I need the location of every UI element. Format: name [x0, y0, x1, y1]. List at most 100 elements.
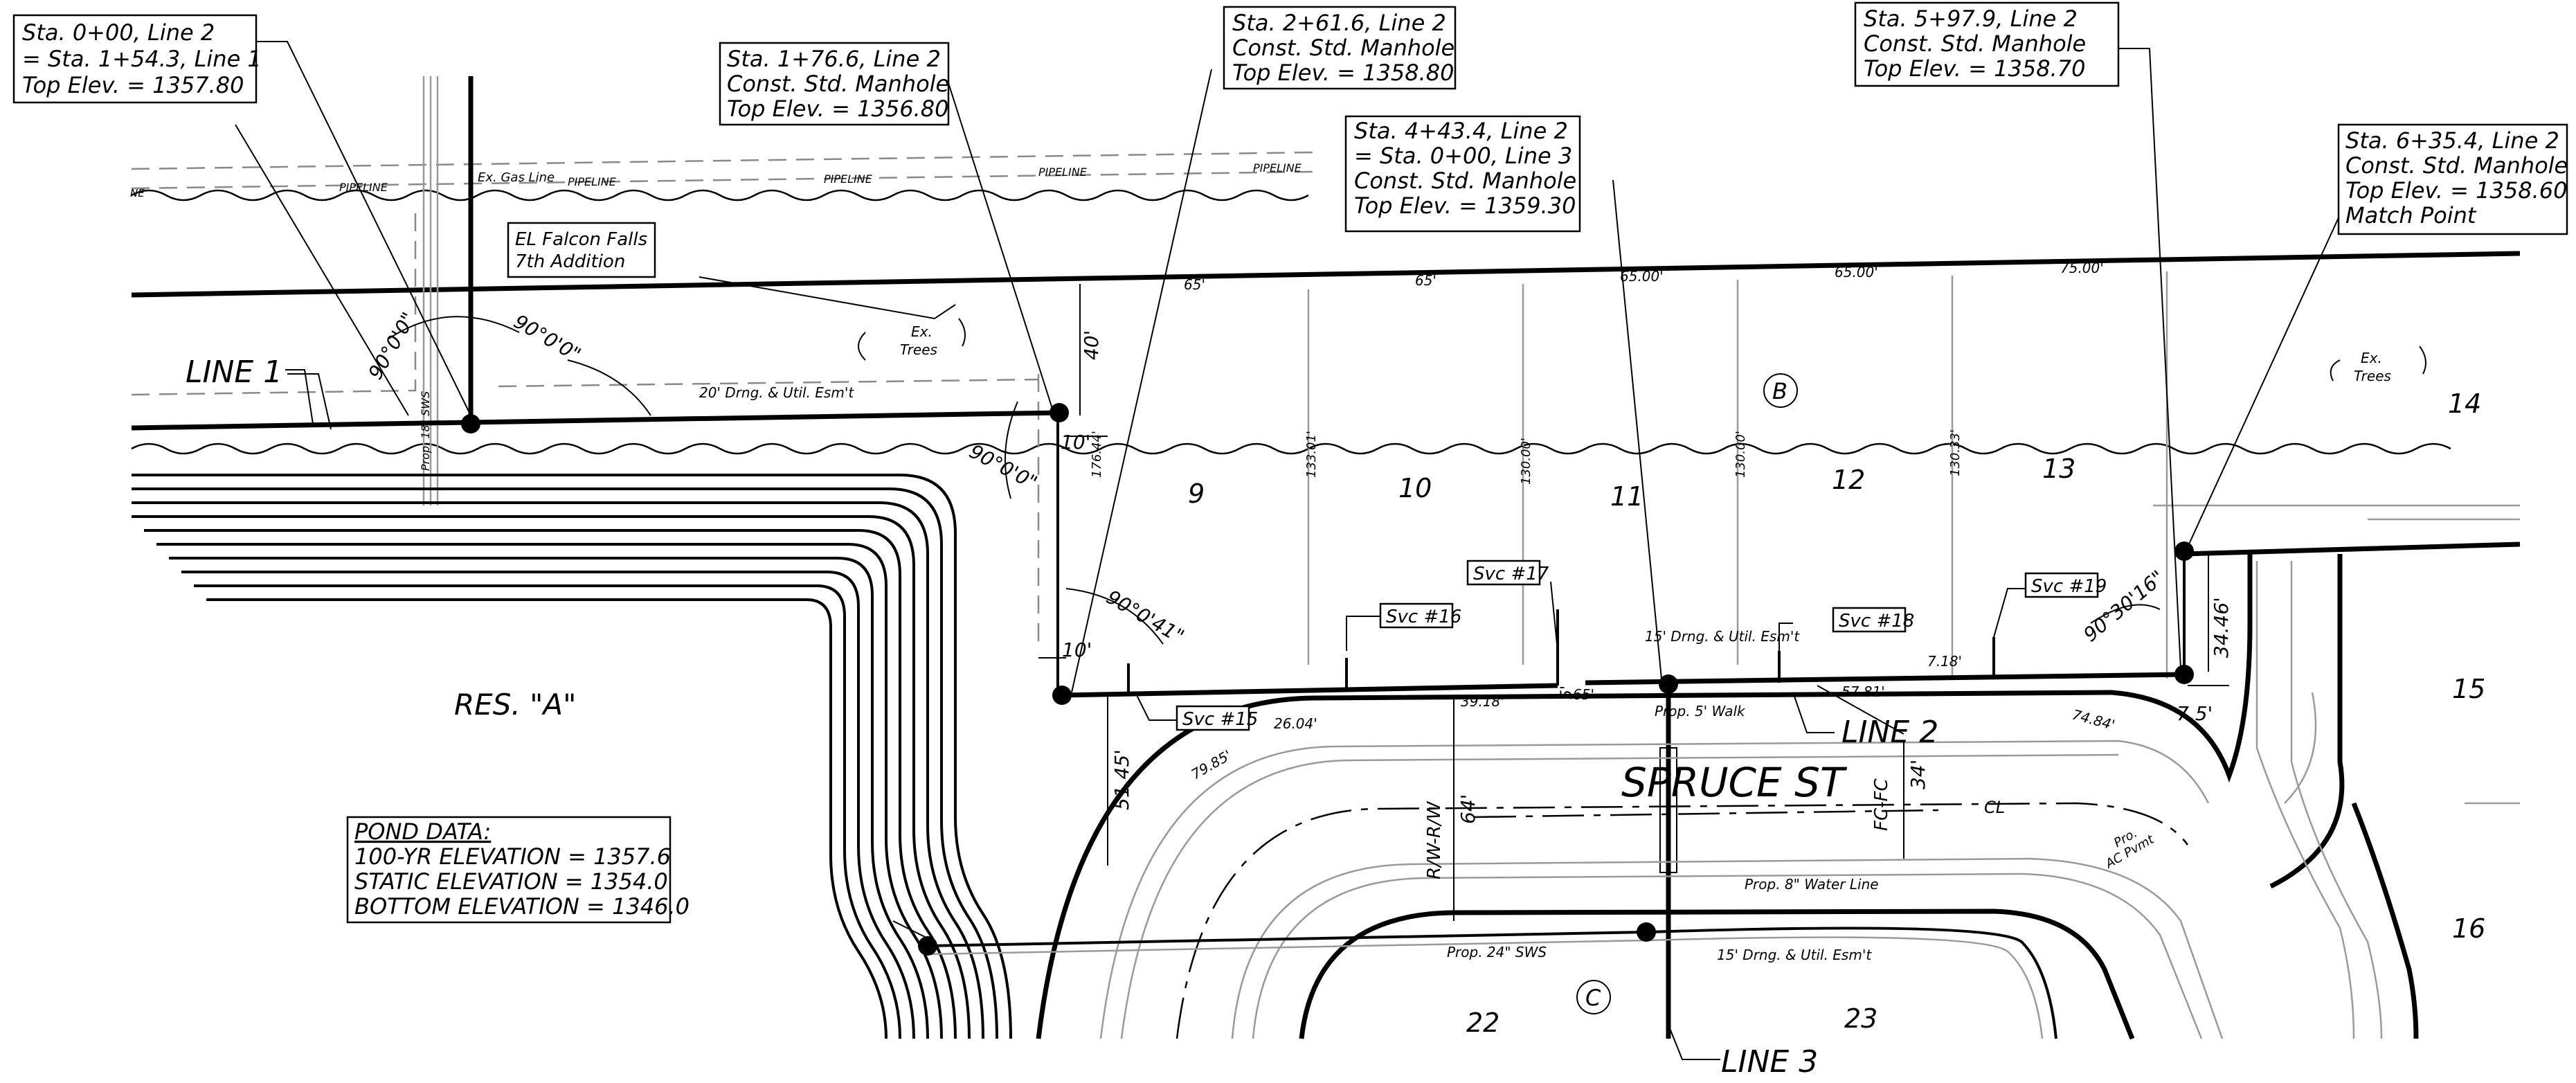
- pipeline-label: PIPELINE: [1253, 161, 1302, 174]
- service-label: Svc #16: [1386, 607, 1461, 627]
- vertical-utility-lines: Prop. 18" SWS: [419, 76, 439, 505]
- svg-text:EL Falcon Falls: EL Falcon Falls: [515, 229, 647, 250]
- pond-data-box: POND DATA: 100-YR ELEVATION = 1357.6 STA…: [346, 816, 690, 924]
- centerline-label: CL: [1984, 798, 2005, 817]
- block-label: B: [1772, 378, 1787, 404]
- sws24-label: Prop. 24" SWS: [1447, 944, 1547, 960]
- svg-text:Sta. 0+00, Line 2: Sta. 0+00, Line 2: [22, 19, 215, 46]
- service-label: Svc #18: [1839, 611, 1914, 632]
- lot-depth: 130.00': [1519, 438, 1533, 485]
- rw-label: R/W-R/W: [1424, 800, 1445, 879]
- lot-width: 65.00': [1835, 264, 1878, 280]
- easement-label: 15' Drng. & Util. Esm't: [1717, 947, 1872, 963]
- lot-number: 15: [2452, 674, 2485, 704]
- frontage-dim: 74.84': [2071, 706, 2117, 733]
- pond-contours: [132, 474, 1012, 1039]
- svg-text:BOTTOM ELEVATION = 1346.0: BOTTOM ELEVATION = 1346.0: [354, 893, 690, 920]
- svg-text:Sta. 1+76.6, Line 2: Sta. 1+76.6, Line 2: [727, 46, 941, 72]
- lot-number: 22: [1466, 1008, 1499, 1038]
- line-1-pipe: [131, 410, 1060, 431]
- dimension: 7.5': [2177, 702, 2213, 725]
- svg-text:Sta. 4+43.4, Line 2: Sta. 4+43.4, Line 2: [1354, 118, 1568, 144]
- pipeline-label: NE: [130, 187, 145, 199]
- svg-text:Const. Std. Manhole: Const. Std. Manhole: [1864, 30, 2086, 57]
- angle-label: 90°0'0": [363, 308, 420, 383]
- svg-text:Sta. 2+61.6, Line 2: Sta. 2+61.6, Line 2: [1232, 10, 1446, 36]
- svg-text:Top Elev. = 1356.80: Top Elev. = 1356.80: [727, 96, 948, 122]
- callout-sta-176: Sta. 1+76.6, Line 2 Const. Std. Manhole …: [719, 42, 950, 126]
- service-labels: Svc #15 Svc #16 Svc #17 Svc #18 Svc #19: [1176, 560, 2107, 731]
- angle-label: 90°0'0": [966, 440, 1041, 494]
- lot-depth: 130.00': [1733, 431, 1748, 478]
- trees-label: Ex.: [2361, 350, 2382, 366]
- svg-text:Const. Std. Manhole: Const. Std. Manhole: [1232, 35, 1454, 61]
- lot-width: 65': [1184, 276, 1205, 293]
- line-2-pipe: [1061, 683, 1558, 698]
- easement-label: 15' Drng. & Util. Esm't: [1645, 628, 1800, 645]
- frontage-dim: 26.04': [1274, 715, 1317, 732]
- street-name: SPRUCE ST: [1621, 759, 1848, 806]
- pipeline-label: PIPELINE: [568, 175, 617, 188]
- lot-depth: 176.44': [1090, 431, 1104, 478]
- block-label: C: [1585, 985, 1601, 1011]
- svg-text:= Sta. 1+54.3, Line 1: = Sta. 1+54.3, Line 1: [22, 46, 262, 72]
- frontage-dim: 79.85': [1189, 746, 1234, 782]
- lot-number: 9: [1188, 478, 1205, 509]
- lot-number: 10: [1398, 473, 1432, 503]
- lot-depth: 133.01': [1304, 431, 1319, 478]
- service-label: Svc #19: [2031, 576, 2107, 597]
- trees-label: Trees: [2354, 368, 2391, 384]
- lot-width: 65.00': [1620, 268, 1664, 285]
- svg-text:Top Elev. = 1358.70: Top Elev. = 1358.70: [1864, 55, 2085, 82]
- callout-sta-0: Sta. 0+00, Line 2 = Sta. 1+54.3, Line 1 …: [12, 14, 262, 104]
- svg-text:100-YR ELEVATION = 1357.6: 100-YR ELEVATION = 1357.6: [354, 843, 671, 870]
- water-line-label: Prop. 8" Water Line: [1745, 876, 1879, 893]
- manholes: [461, 403, 2194, 956]
- svg-text:Sta. 6+35.4, Line 2: Sta. 6+35.4, Line 2: [2345, 127, 2559, 154]
- pipeline-label: PIPELINE: [1038, 165, 1088, 179]
- trees-label: Ex.: [911, 323, 933, 340]
- svg-text:Const. Std. Manhole: Const. Std. Manhole: [1354, 168, 1576, 194]
- svg-text:Sta. 5+97.9, Line 2: Sta. 5+97.9, Line 2: [1864, 6, 2078, 32]
- easement-label: 20' Drng. & Util. Esm't: [699, 384, 854, 401]
- svg-text:Top Elev. = 1357.80: Top Elev. = 1357.80: [22, 72, 244, 98]
- lot-depth: 130.33': [1948, 429, 1963, 476]
- svg-text:= Sta. 0+00, Line 3: = Sta. 0+00, Line 3: [1354, 143, 1572, 169]
- callout-sta-597: Sta. 5+97.9, Line 2 Const. Std. Manhole …: [1854, 1, 2120, 87]
- line-2-label: LINE 2: [1841, 715, 1938, 750]
- lot-width: 65': [1415, 272, 1436, 289]
- callout-sta-261: Sta. 2+61.6, Line 2 Const. Std. Manhole …: [1223, 6, 1457, 90]
- lot-number: 12: [1832, 465, 1865, 495]
- subdivision-label: EL Falcon Falls 7th Addition: [507, 222, 656, 278]
- svg-text:7th Addition: 7th Addition: [515, 251, 625, 272]
- lot-number: 16: [2452, 913, 2485, 944]
- dimension: 34': [1907, 760, 1929, 789]
- svg-text:Top Elev. = 1358.60: Top Elev. = 1358.60: [2345, 177, 2567, 204]
- lot-number: 14: [2448, 388, 2481, 419]
- svg-text:STATIC ELEVATION = 1354.0: STATIC ELEVATION = 1354.0: [354, 868, 668, 895]
- dimension: 5': [1558, 686, 1576, 699]
- trees-label: Trees: [900, 341, 937, 358]
- lot-numbers: 9 10 11 12 13 14 15 16 22 23: [1188, 388, 2485, 1038]
- svg-text:Const. Std. Manhole: Const. Std. Manhole: [727, 71, 949, 97]
- pipeline-label: PIPELINE: [824, 172, 873, 186]
- gas-line-label: Ex. Gas Line: [478, 170, 555, 185]
- sws24-pipe: [927, 927, 2057, 1039]
- svg-text:Const. Std. Manhole: Const. Std. Manhole: [2345, 152, 2568, 179]
- pipeline-corridor: NE PIPELINE PIPELINE PIPELINE PIPELINE E…: [130, 151, 1316, 202]
- pipeline-label: PIPELINE: [339, 181, 388, 194]
- dimension: 64': [1457, 794, 1479, 824]
- svg-text:Top Elev. = 1358.80: Top Elev. = 1358.80: [1232, 60, 1454, 86]
- lot-lines: [1307, 271, 2520, 805]
- lot-number: 23: [1844, 1003, 1877, 1034]
- reservoir-label: RES. "A": [454, 688, 576, 722]
- frontage-dim: 7.18': [1927, 653, 1962, 670]
- dimension: 10': [1061, 431, 1090, 454]
- leader-lines: [235, 41, 2341, 1060]
- line-1-label: LINE 1: [186, 355, 282, 390]
- walk-label: Prop. 5' Walk: [1655, 703, 1746, 719]
- service-label: Svc #17: [1473, 564, 1549, 584]
- sws18-label: Prop. 18" SWS: [419, 391, 432, 471]
- lot-number: 13: [2042, 454, 2075, 484]
